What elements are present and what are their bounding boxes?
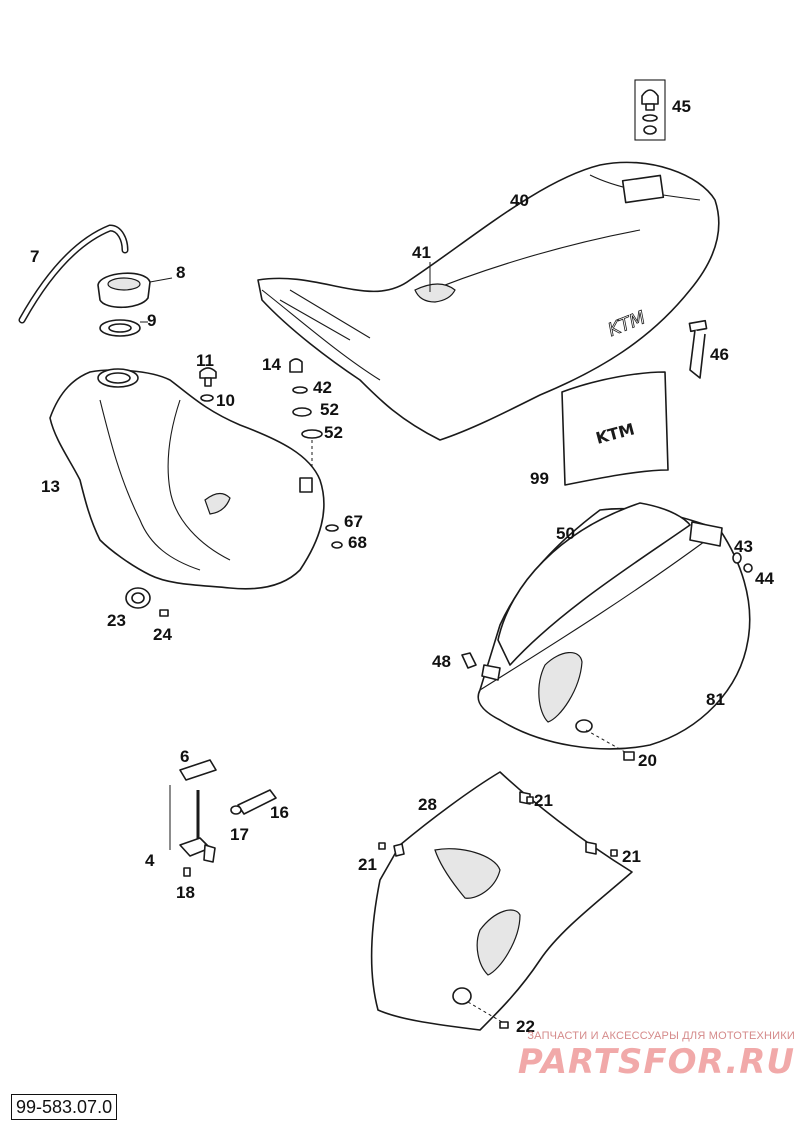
part-20-screw xyxy=(623,751,635,761)
callout-4: 4 xyxy=(145,851,155,870)
callout-14: 14 xyxy=(262,355,281,374)
part-23-grommet xyxy=(125,587,151,609)
callout-21a: 21 xyxy=(534,791,553,810)
part-10-washer xyxy=(200,394,214,402)
watermark-brand: PARTSFOR.RU xyxy=(517,1042,795,1082)
part-9-cap-seal xyxy=(99,319,141,337)
callout-13: 13 xyxy=(41,477,60,496)
callout-50: 50 xyxy=(556,524,575,543)
callout-52b: 52 xyxy=(324,423,343,442)
callout-44: 44 xyxy=(755,569,774,588)
callout-67: 67 xyxy=(344,512,363,531)
callout-23: 23 xyxy=(107,611,126,630)
callout-22: 22 xyxy=(516,1017,535,1036)
callout-21c: 21 xyxy=(358,855,377,874)
diagram-code: 99-583.07.0 xyxy=(11,1094,118,1120)
callout-6: 6 xyxy=(180,747,189,766)
callout-41: 41 xyxy=(412,243,431,262)
watermark-caption: ЗАПЧАСТИ И АКСЕССУАРЫ ДЛЯ МОТОТЕХНИКИ xyxy=(527,1030,795,1042)
part-28-side-cover xyxy=(370,771,633,1031)
callout-45: 45 xyxy=(672,97,691,116)
callout-18: 18 xyxy=(176,883,195,902)
callout-17: 17 xyxy=(230,825,249,844)
part-16-fuel-line xyxy=(237,789,277,815)
part-22-screw xyxy=(499,1021,509,1029)
part-46-strap xyxy=(688,319,708,379)
part-8-fuel-cap xyxy=(97,272,151,309)
callout-68: 68 xyxy=(348,533,367,552)
part-45-seat-bolt-kit xyxy=(634,79,666,141)
watermark: ЗАПЧАСТИ И АКСЕССУАРЫ ДЛЯ МОТОТЕХНИКИ PA… xyxy=(470,1030,795,1090)
part-48-clip xyxy=(461,652,477,669)
part-11-bolt xyxy=(199,367,217,387)
callout-99: 99 xyxy=(530,469,549,488)
part-43-44-nut-washer xyxy=(732,552,753,573)
callout-48: 48 xyxy=(432,652,451,671)
callout-43: 43 xyxy=(734,537,753,556)
callout-52a: 52 xyxy=(320,400,339,419)
part-99-decal: KTM xyxy=(561,371,669,486)
part-67-68-washer-nut xyxy=(325,524,343,549)
callout-8: 8 xyxy=(176,263,185,282)
callout-11: 11 xyxy=(196,351,214,370)
part-4-fuel-tap xyxy=(169,785,216,863)
part-24-screw xyxy=(159,609,169,617)
callout-20: 20 xyxy=(638,751,657,770)
callout-16: 16 xyxy=(270,803,289,822)
part-13-fuel-tank xyxy=(49,368,325,590)
part-40-seat: KTM xyxy=(257,161,720,441)
part-21-screws xyxy=(378,796,618,857)
part-6-tap-bracket xyxy=(179,759,217,781)
part-7-breather-hose xyxy=(18,224,129,324)
part-18-screw xyxy=(183,867,191,877)
part-81-side-panel xyxy=(477,502,751,750)
callout-9: 9 xyxy=(147,311,156,330)
part-42-52-washers xyxy=(292,386,323,439)
callout-10: 10 xyxy=(216,391,235,410)
callout-40: 40 xyxy=(510,191,529,210)
part-14-screw xyxy=(289,358,303,373)
callout-7: 7 xyxy=(30,247,39,266)
callout-24: 24 xyxy=(153,625,172,644)
part-17-hose-clip xyxy=(230,805,242,815)
callout-42: 42 xyxy=(313,378,332,397)
callout-28: 28 xyxy=(418,795,437,814)
callout-81: 81 xyxy=(706,690,725,709)
callout-46: 46 xyxy=(710,345,729,364)
callout-21b: 21 xyxy=(622,847,641,866)
